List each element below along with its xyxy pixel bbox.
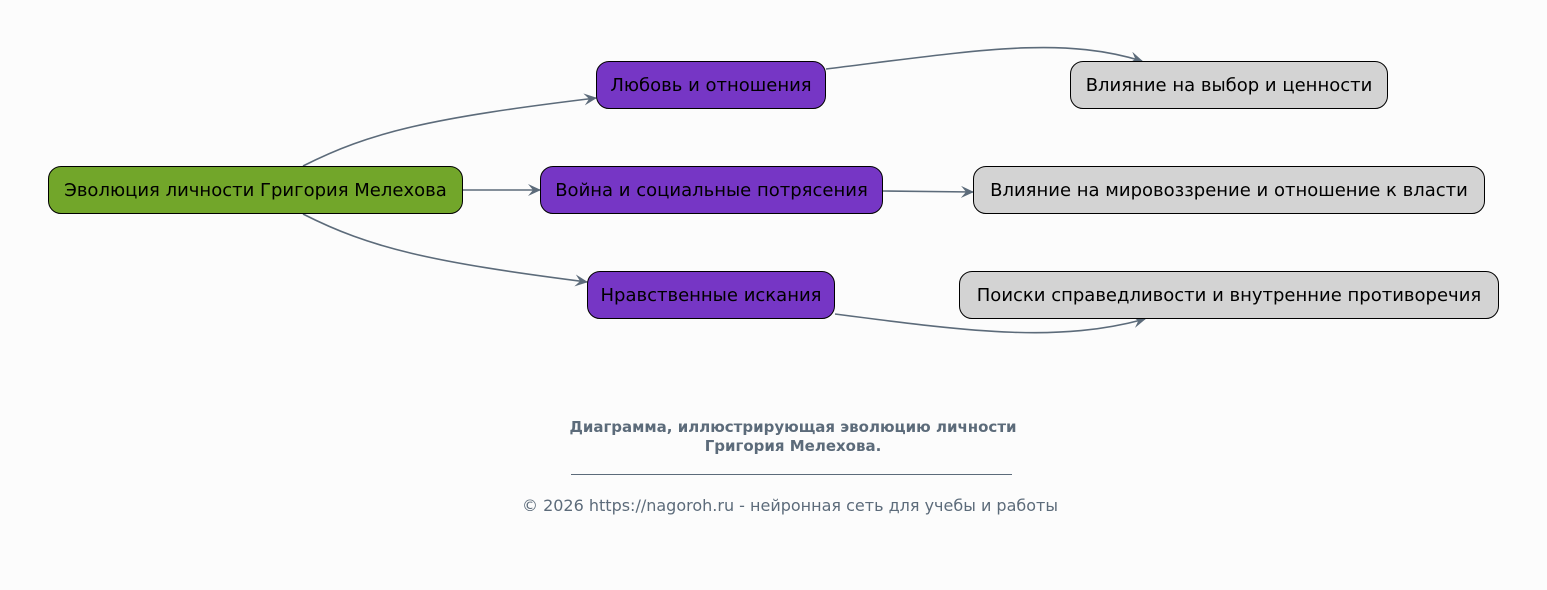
- node-moral-search: Нравственные искания: [587, 271, 835, 319]
- node-moral-search-label: Нравственные искания: [600, 284, 822, 306]
- edge-root-love: [302, 93, 597, 167]
- edge-war-leaf2: [882, 185, 974, 198]
- edge-root-moral: [302, 213, 588, 287]
- diagram-caption: Диаграмма, иллюстрирующая эволюцию лично…: [473, 418, 1113, 456]
- node-influence-choice-values: Влияние на выбор и ценности: [1070, 61, 1388, 109]
- copyright-footer: © 2026 https://nagoroh.ru - нейронная се…: [521, 496, 1058, 515]
- root-node-label: Эволюция личности Григория Мелехова: [64, 179, 447, 201]
- edge-moral-leaf3: [834, 313, 1146, 334]
- node-influence-choice-values-label: Влияние на выбор и ценности: [1085, 74, 1373, 96]
- node-war-social-upheaval-label: Война и социальные потрясения: [555, 179, 868, 201]
- caption-line-1: Диаграмма, иллюстрирующая эволюцию лично…: [569, 418, 1017, 436]
- root-node: Эволюция личности Григория Мелехова: [48, 166, 463, 214]
- node-love-relationships-label: Любовь и отношения: [610, 74, 812, 96]
- node-justice-contradictions-label: Поиски справедливости и внутренние проти…: [976, 284, 1482, 306]
- caption-divider: [571, 474, 1012, 475]
- node-love-relationships: Любовь и отношения: [596, 61, 826, 109]
- caption-line-2: Григория Мелехова.: [704, 437, 882, 455]
- edge-love-leaf1: [825, 46, 1143, 70]
- node-justice-contradictions: Поиски справедливости и внутренние проти…: [959, 271, 1499, 319]
- node-war-social-upheaval: Война и социальные потрясения: [540, 166, 883, 214]
- node-influence-worldview-power-label: Влияние на мировоззрение и отношение к в…: [990, 179, 1468, 201]
- node-influence-worldview-power: Влияние на мировоззрение и отношение к в…: [973, 166, 1485, 214]
